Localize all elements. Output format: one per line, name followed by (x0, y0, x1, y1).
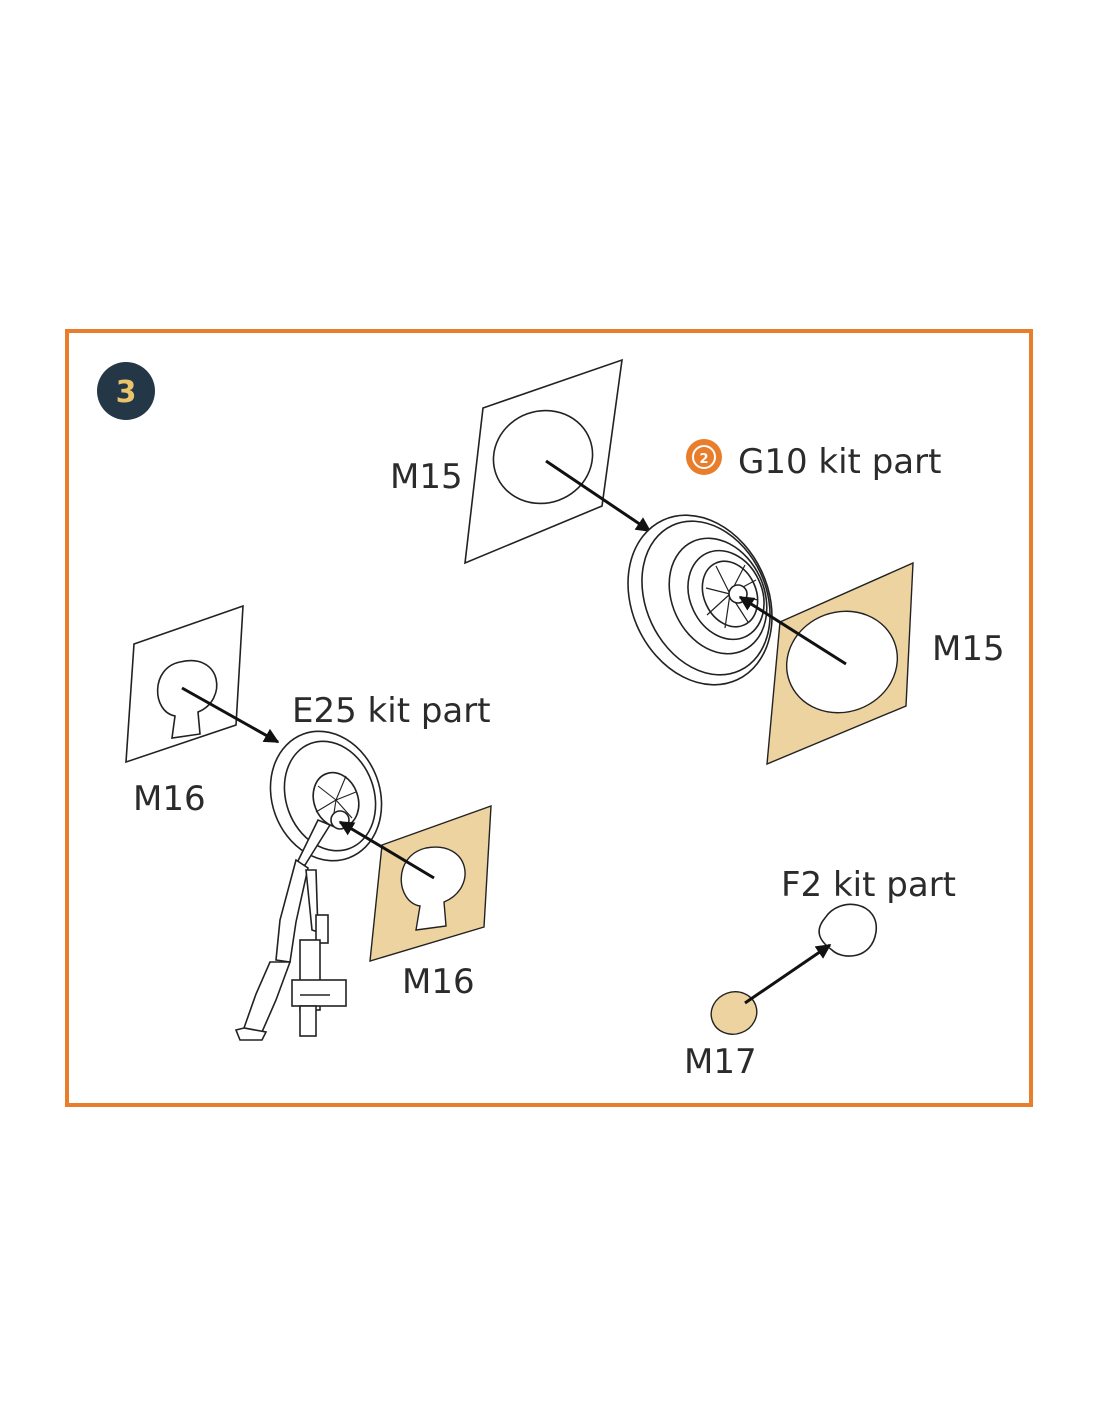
step-number: 3 (116, 375, 137, 410)
label-m16-left: M16 (133, 779, 206, 819)
main-wheel (627, 514, 773, 686)
mask-m15-tan (766, 561, 914, 766)
label-m15-left: M15 (390, 457, 463, 497)
arrow-m16-to-wheel (181, 686, 280, 744)
orange-circle-2-icon: 2 (686, 439, 722, 475)
nose-gear-strut (234, 818, 347, 1041)
mask-m16-white (125, 604, 244, 764)
step-badge: 3 (97, 362, 155, 420)
label-m16-right: M16 (402, 962, 475, 1002)
f2-part (818, 903, 877, 957)
arrow-tan-to-nose-wheel (338, 820, 435, 880)
arrow-m15-to-wheel (545, 459, 652, 533)
svg-text:2: 2 (699, 452, 708, 467)
label-f2-kit-part: F2 kit part (781, 865, 956, 905)
arrow-tan-to-wheel (738, 595, 847, 666)
mask-m17 (710, 991, 758, 1035)
label-m15-right: M15 (932, 629, 1005, 669)
arrow-m17-to-f2 (744, 943, 832, 1005)
label-g10-kit-part: G10 kit part (738, 442, 941, 482)
label-e25-kit-part: E25 kit part (292, 691, 491, 731)
mask-m15-white (464, 358, 623, 565)
mask-m16-tan (369, 804, 492, 962)
label-m17: M17 (684, 1042, 757, 1082)
